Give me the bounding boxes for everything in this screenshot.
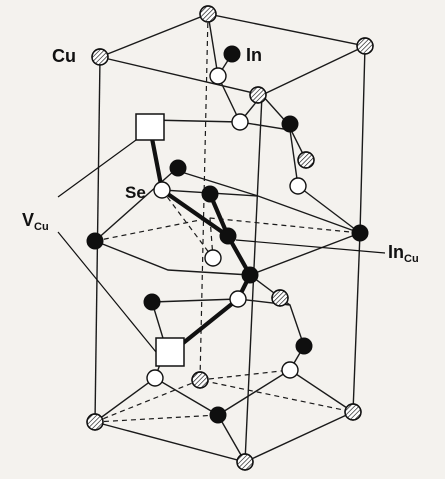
cu-atom (356, 37, 374, 55)
in-atom (143, 293, 161, 311)
in-label: In (246, 45, 262, 65)
cu-atom (91, 48, 109, 66)
se-atom (204, 249, 222, 267)
in-atom (281, 115, 299, 133)
in-atom (241, 266, 259, 284)
cu-label: Cu (52, 46, 76, 66)
incu-label: InCu (388, 242, 419, 265)
in-atom (351, 224, 369, 242)
cu-vacancies (135, 113, 185, 367)
vacancy-square-lower (155, 337, 185, 367)
se-atoms (146, 67, 307, 387)
se-atom (209, 67, 227, 85)
se-atom (231, 113, 249, 131)
cu-atom (86, 413, 104, 431)
cu-atom (199, 5, 217, 23)
in-atom (201, 185, 219, 203)
in-atom (223, 45, 241, 63)
in-atom (209, 406, 227, 424)
in-atom (295, 337, 313, 355)
se-atom (229, 290, 247, 308)
se-atom (281, 361, 299, 379)
in-atom (219, 227, 237, 245)
vacancy-square-upper (135, 113, 165, 141)
cu-atom (236, 453, 254, 471)
se-label: Se (125, 183, 146, 202)
se-atom (146, 369, 164, 387)
cu-atom (271, 289, 289, 307)
labels: Cu In Se VCu InCu (22, 45, 419, 265)
in-atom (86, 232, 104, 250)
cu-atoms (86, 5, 374, 471)
in-atom (169, 159, 187, 177)
se-atom (153, 181, 171, 199)
cu-atom (344, 403, 362, 421)
cu-atom (249, 86, 267, 104)
vcu-label: VCu (22, 210, 49, 233)
cu-atom (297, 151, 315, 169)
se-atom (289, 177, 307, 195)
cu-atom (191, 371, 209, 389)
label-pointers (57, 139, 386, 353)
in-atoms (86, 45, 369, 424)
